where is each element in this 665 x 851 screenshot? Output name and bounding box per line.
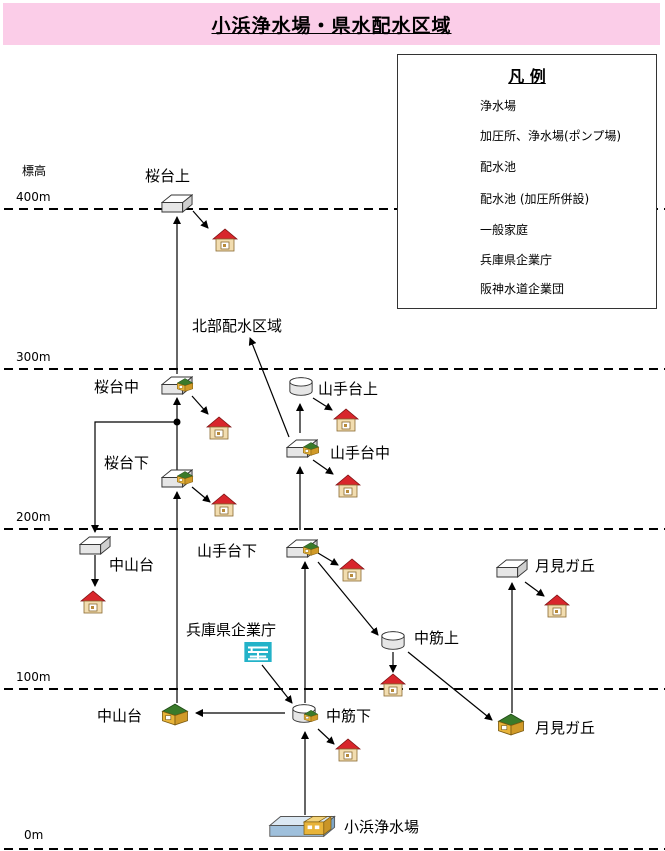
flow-hyogo-to-nakasuji-shimo [261, 664, 293, 704]
node-label-yamatedai-naka: 山手台中 [330, 444, 391, 462]
page-title: 小浜浄水場・県水配水区域 [211, 14, 452, 37]
house-icon [211, 493, 237, 517]
legend-box: 凡 例 浄水場 加圧所、浄水場(ポンプ場) 配水池 配水池 (加圧所併設) 一般… [397, 54, 657, 309]
flow-sakuradai-kami-to-house [192, 210, 209, 229]
node-label-nakayamadai-lower: 中山台 [97, 707, 143, 725]
elevation-lines [4, 208, 665, 850]
node-label-nakasuji-kami: 中筋上 [414, 629, 460, 647]
flow-to-nakayamadai-upper [91, 421, 177, 533]
node-label-kohama: 小浜浄水場 [344, 818, 420, 836]
node-label-hyogo: 兵庫県企業庁 [186, 621, 277, 639]
node-label-sakuradai-naka: 桜台中 [94, 378, 140, 396]
node-label-tsukimigaoka-upper: 月見ガ丘 [535, 557, 596, 575]
title-bar: 小浜浄水場・県水配水区域 [3, 3, 660, 45]
nakayamadai-lower-pump-icon [162, 703, 188, 726]
flow-yamatedai-naka-to-house [312, 459, 334, 475]
house-icon [80, 590, 106, 614]
node-label-hokubu: 北部配水区域 [192, 317, 283, 335]
house-icon [339, 558, 365, 582]
elevation-label-300: 300m [16, 350, 51, 364]
tsukimigaoka-upper-reservoir-icon [496, 559, 528, 578]
flow-yamatedai-shimo-to-house [317, 552, 339, 566]
house-icon [212, 228, 238, 252]
nakayamadai-upper-reservoir-icon [79, 536, 111, 555]
legend-title: 凡 例 [508, 67, 546, 86]
tsukimigaoka-lower-pump-icon [498, 713, 524, 736]
house-icon [380, 673, 406, 697]
legend-label-reservoir-with-pump: 配水池 (加圧所併設) [480, 192, 590, 206]
hyogo-enterprise-icon [244, 642, 272, 662]
flow-tsukimigaoka-to-house [524, 581, 545, 597]
flow-nakasuji-to-house [317, 728, 335, 745]
legend-label-hyogo: 兵庫県企業庁 [480, 253, 553, 267]
node-label-nakayamadai-upper: 中山台 [109, 556, 155, 574]
legend-label-reservoir: 配水池 [480, 160, 517, 174]
nakasuji-kami-reservoir-icon [381, 631, 405, 650]
node-label-sakuradai-shimo: 桜台下 [104, 454, 150, 472]
junction-dot [173, 418, 181, 426]
elevation-axis-label: 標高 [22, 164, 47, 178]
legend-label-house: 一般家庭 [480, 223, 529, 237]
flow-to-hokubu [248, 337, 290, 438]
house-icon [206, 416, 232, 440]
node-label-nakasuji-shimo: 中筋下 [326, 707, 372, 725]
flow-sakuradai-shimo-to-house [191, 486, 211, 503]
elevation-label-0: 0m [24, 828, 44, 842]
flow-to-tsukimigaoka-lower [407, 651, 493, 721]
elevation-label-200: 200m [16, 510, 51, 524]
flow-sakuradai-naka-to-house [191, 395, 209, 415]
elevation-label-400: 400m [16, 190, 51, 204]
node-label-yamatedai-kami: 山手台上 [318, 380, 379, 398]
legend-label-pump-station: 加圧所、浄水場(ポンプ場) [480, 129, 622, 143]
flow-yamatedai-kami-to-house [312, 397, 333, 411]
house-icon [544, 594, 570, 618]
flow-arrows [91, 210, 545, 815]
legend-label-treatment-plant: 浄水場 [480, 99, 517, 113]
elevation-label-100: 100m [16, 670, 51, 684]
house-icon [335, 738, 361, 762]
flow-to-nakasuji-kami [317, 561, 379, 636]
house-icon [333, 408, 359, 432]
house-icon [335, 474, 361, 498]
node-label-sakuradai-kami: 桜台上 [145, 167, 191, 185]
legend-label-hanshin: 阪神水道企業団 [480, 282, 565, 296]
kohama-treatment-plant-icon [269, 816, 336, 837]
node-label-tsukimigaoka-lower: 月見ガ丘 [535, 719, 596, 737]
yamatedai-kami-reservoir-icon [289, 377, 313, 396]
node-label-yamatedai-shimo: 山手台下 [197, 542, 258, 560]
